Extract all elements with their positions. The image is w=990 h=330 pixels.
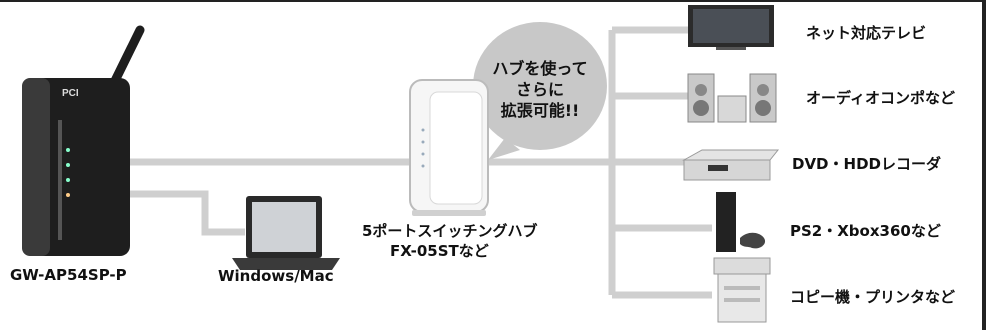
stereo-label: オーディオコンポなど xyxy=(806,89,955,107)
printer-device xyxy=(713,257,771,323)
callout-bubble xyxy=(473,22,607,160)
laptop-device xyxy=(232,196,340,270)
dvd-recorder-device xyxy=(682,149,780,181)
dvd-label: DVD・HDDレコーダ xyxy=(792,155,941,173)
cable-router-to-laptop xyxy=(128,190,245,236)
hub-label-line-1: 5ポートスイッチングハブ xyxy=(362,222,538,240)
callout-line-3: 拡張可能!! xyxy=(500,101,580,120)
router-device: PCI xyxy=(22,25,145,256)
hub-label-line-2: FX-05STなど xyxy=(390,242,489,260)
callout-line-2: さらに xyxy=(515,80,564,99)
printer-label: コピー機・プリンタなど xyxy=(790,288,956,306)
tv-label: ネット対応テレビ xyxy=(806,24,927,42)
callout-text: ハブを使って さらに 拡張可能!! xyxy=(470,58,610,121)
tv-device xyxy=(688,5,774,50)
router-label: GW-AP54SP-P xyxy=(10,266,127,284)
cables xyxy=(128,26,712,299)
router-logo: PCI xyxy=(62,88,79,99)
laptop-label: Windows/Mac xyxy=(218,267,334,285)
callout-line-1: ハブを使って xyxy=(492,59,588,78)
stereo-device xyxy=(687,73,777,123)
switching-hub-device xyxy=(409,79,489,216)
game-console-device xyxy=(716,192,766,252)
console-label: PS2・Xbox360など xyxy=(790,222,941,240)
